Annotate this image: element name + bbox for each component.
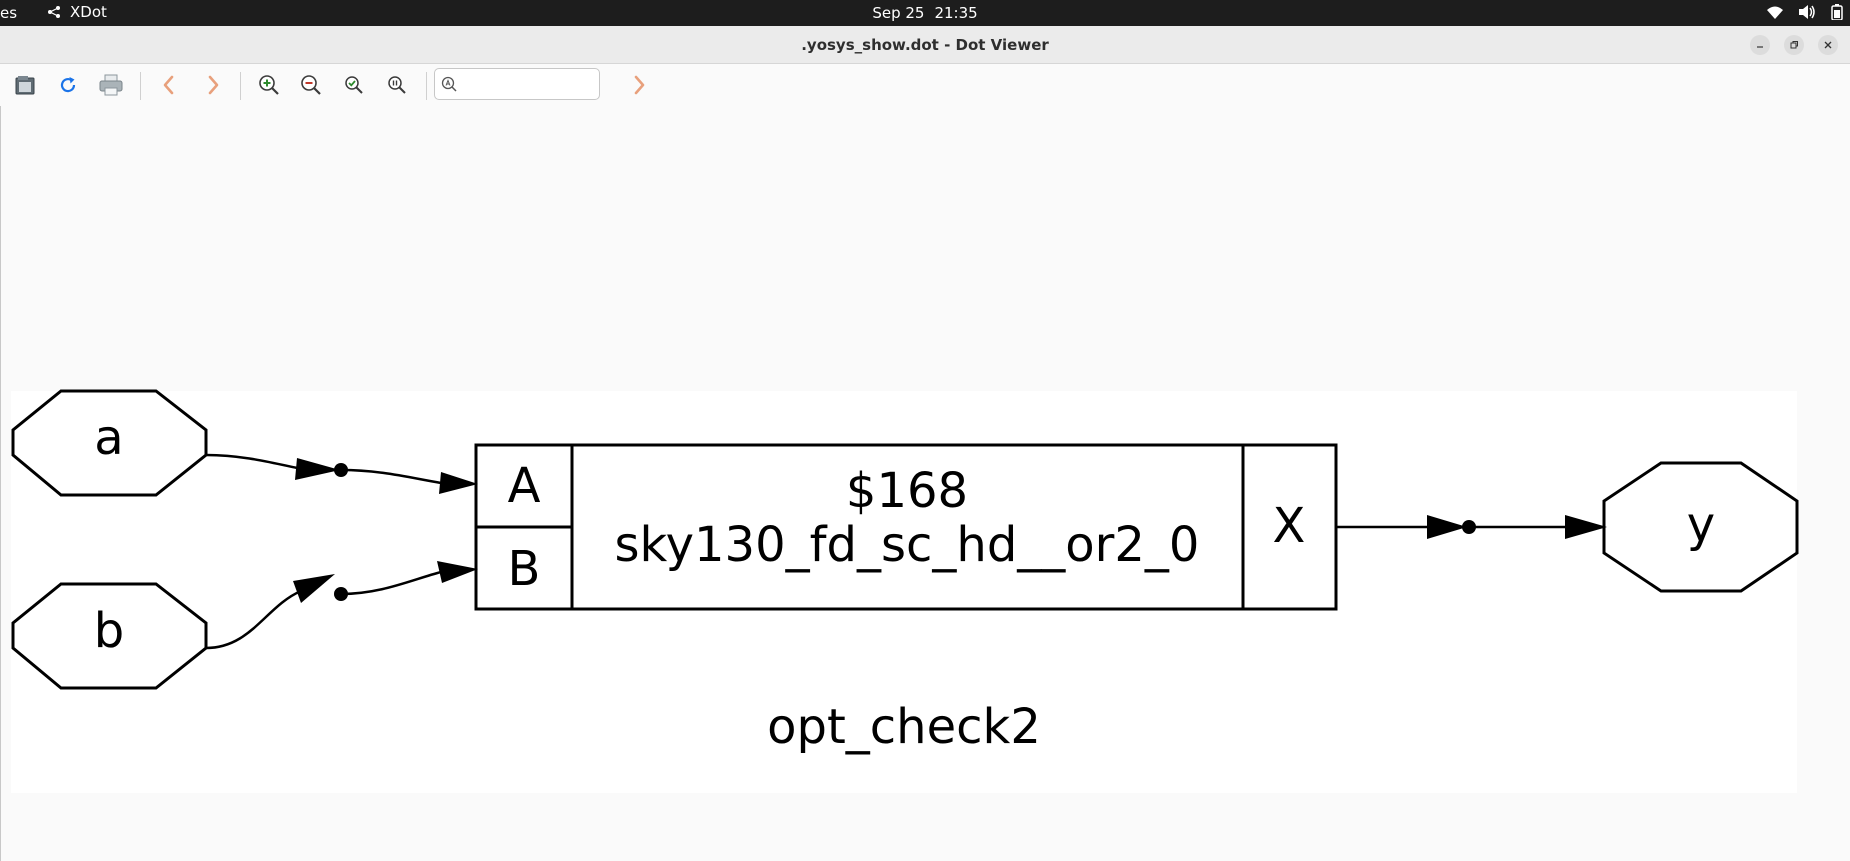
edge-b-to-port-b [205, 561, 478, 650]
search-icon [441, 76, 457, 92]
find-next-button[interactable] [626, 72, 652, 98]
forward-icon [208, 75, 219, 95]
forward-button[interactable] [200, 72, 226, 98]
input-node-a[interactable]: a [11, 389, 208, 497]
toolbar [0, 64, 1850, 106]
restore-icon [1790, 41, 1798, 49]
zoom-fit-icon [345, 76, 363, 94]
xdot-app-icon [48, 6, 60, 18]
find-next-icon [634, 75, 645, 95]
close-button[interactable] [1818, 35, 1838, 55]
output-node-y[interactable]: y [1602, 461, 1799, 593]
cell-port-x: X [1273, 498, 1306, 554]
zoom-in-button[interactable] [256, 72, 282, 98]
activities-button[interactable]: es [0, 4, 18, 22]
wifi-icon [1767, 6, 1783, 19]
reload-icon [60, 77, 76, 93]
open-icon [15, 76, 35, 95]
open-button[interactable] [12, 72, 38, 98]
cell-port-b: B [508, 541, 541, 597]
output-node-y-label: y [1687, 497, 1715, 553]
cell-id: $168 [846, 463, 968, 519]
cell-type: sky130_fd_sc_hd__or2_0 [615, 517, 1200, 573]
zoom-in-icon [259, 75, 279, 95]
print-button[interactable] [98, 72, 124, 98]
system-tray[interactable] [1766, 4, 1844, 20]
zoom-out-button[interactable] [298, 72, 324, 98]
app-menu[interactable]: XDot [46, 3, 107, 21]
minimize-button[interactable] [1750, 35, 1770, 55]
zoom-100-icon [388, 76, 406, 94]
zoom-out-icon [301, 75, 321, 95]
volume-icon [1799, 5, 1815, 19]
minimize-icon [1757, 46, 1763, 48]
reload-button[interactable] [55, 72, 81, 98]
clock[interactable]: Sep 25 21:35 [0, 4, 1850, 22]
battery-icon [1831, 4, 1843, 20]
print-icon [99, 74, 123, 96]
zoom-fit-button[interactable] [341, 72, 367, 98]
clock-date: Sep 25 [872, 4, 925, 22]
back-icon [163, 75, 174, 95]
zoom-100-button[interactable] [384, 72, 410, 98]
window-title: .yosys_show.dot - Dot Viewer [801, 36, 1049, 54]
cell-node[interactable]: A B $168 sky130_fd_sc_hd__or2_0 X [474, 443, 1338, 611]
input-node-b-label: b [94, 603, 124, 659]
close-icon [1824, 41, 1832, 49]
module-name: opt_check2 [767, 699, 1041, 755]
input-node-b[interactable]: b [11, 582, 208, 690]
search-field[interactable] [434, 68, 600, 100]
edge-port-x-to-y [1336, 515, 1607, 539]
search-input[interactable] [461, 70, 599, 98]
input-node-a-label: a [94, 410, 123, 466]
back-button[interactable] [156, 72, 182, 98]
maximize-button[interactable] [1784, 35, 1804, 55]
clock-time: 21:35 [934, 4, 978, 22]
graph-canvas[interactable]: a b A B [0, 106, 1850, 861]
window-title-bar[interactable]: .yosys_show.dot - Dot Viewer [0, 26, 1850, 64]
cell-port-a: A [508, 458, 541, 514]
edge-a-to-port-a [205, 453, 478, 494]
system-top-bar: es XDot Sep 25 21:35 [0, 0, 1850, 26]
app-name: XDot [70, 3, 107, 21]
graph-svg: a b A B [11, 389, 1799, 755]
